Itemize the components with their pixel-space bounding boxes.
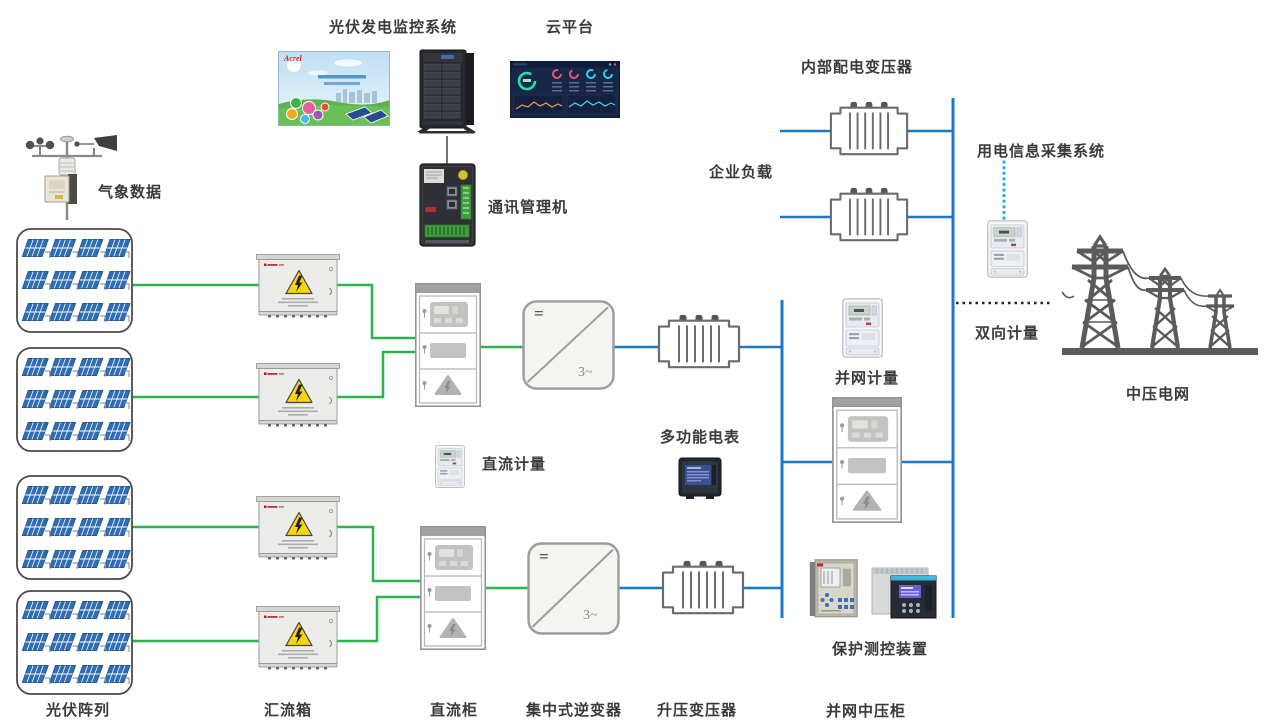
label-grid-mv-cabinet: 并网中压柜 (825, 704, 907, 720)
inverter-1-ac-mark: 3~ (578, 365, 593, 380)
server-tower (416, 49, 477, 134)
label-monitoring-system: 光伏发电监控系统 (328, 20, 458, 36)
dc-cabinet-1 (415, 283, 481, 407)
label-bidirectional-metering: 双向计量 (974, 326, 1040, 342)
label-comm-manager: 通讯管理机 (487, 200, 569, 216)
stepup-transformer-1 (657, 313, 741, 369)
wiring-lines (130, 98, 1050, 643)
pv-array-4 (17, 591, 132, 694)
dist-transformer-2 (829, 186, 909, 242)
protection-device-1 (809, 559, 858, 618)
label-combiner-box: 汇流箱 (263, 703, 313, 719)
label-multifunction-meter: 多功能电表 (659, 430, 741, 446)
dc-cabinet-2 (420, 526, 486, 650)
cloud-dashboard (510, 61, 620, 118)
combiner-box-4 (256, 606, 340, 670)
pv-array-1 (17, 229, 132, 332)
inverter-1-dc-mark: = (534, 304, 544, 323)
multifunction-meter-device (678, 457, 722, 500)
stepup-transformer-2 (661, 559, 745, 615)
label-mv-grid: 中压电网 (1125, 387, 1191, 403)
label-stepup-transformer: 升压变压器 (656, 703, 738, 719)
inverter-2-dc-mark: = (539, 547, 549, 566)
inverter-2-ac-mark: 3~ (583, 608, 598, 623)
label-power-info-collection: 用电信息采集系统 (976, 144, 1106, 160)
transmission-towers (1062, 237, 1258, 355)
label-grid-metering: 并网计量 (834, 371, 900, 387)
weather-station (24, 133, 119, 220)
label-dist-transformer: 内部配电变压器 (800, 60, 914, 76)
grid-mv-cabinet (832, 397, 902, 523)
label-protection-device: 保护测控装置 (831, 642, 929, 658)
dist-transformer-1 (829, 100, 909, 156)
inverter-2: = 3~ (527, 542, 620, 635)
combiner-box-3 (256, 496, 340, 560)
label-weather-data: 气象数据 (97, 185, 163, 201)
pv-array-3 (17, 476, 132, 579)
label-dc-metering: 直流计量 (481, 457, 547, 473)
monitor-brand-logo: Acrel (283, 54, 303, 63)
combiner-box-1 (256, 254, 340, 318)
label-pv-array: 光伏阵列 (45, 703, 111, 719)
grid-metering-meter (842, 298, 883, 358)
label-central-inverter: 集中式逆变器 (525, 703, 623, 719)
combiner-box-2 (256, 363, 340, 427)
label-dc-cabinet: 直流柜 (429, 703, 479, 719)
protection-device-2 (871, 567, 937, 619)
pv-array-2 (17, 348, 132, 451)
dc-metering-meter (435, 445, 465, 488)
comm-manager-device (419, 163, 476, 247)
inverter-1: = 3~ (522, 300, 615, 390)
label-enterprise-load: 企业负载 (708, 165, 774, 181)
collection-meter (987, 220, 1028, 278)
label-cloud-platform: 云平台 (545, 20, 595, 36)
